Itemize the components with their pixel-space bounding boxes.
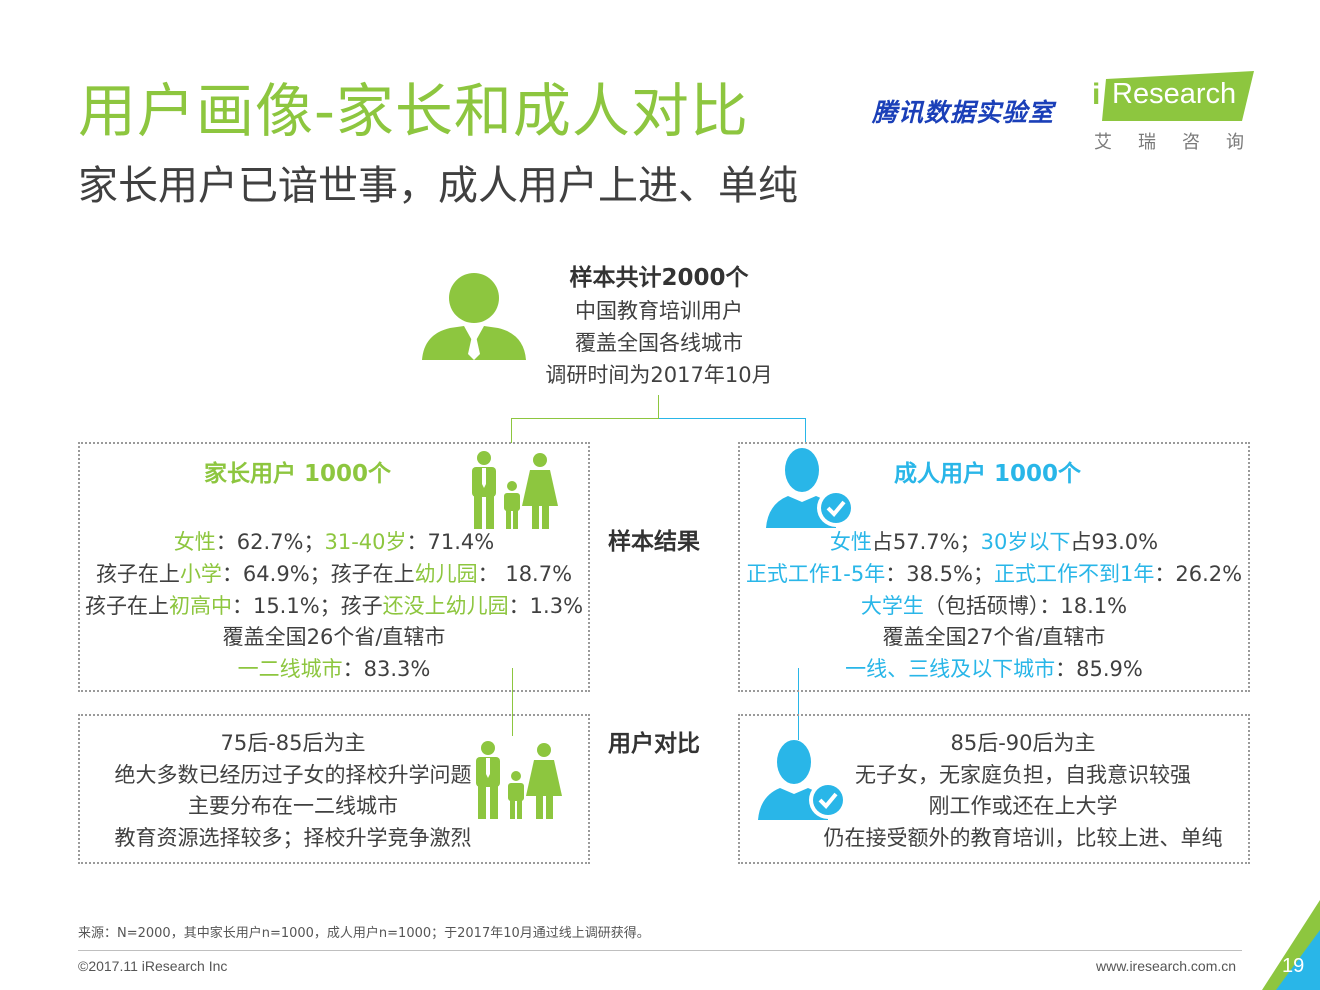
parent-stat-row: 女性：62.7%；31-40岁：71.4% [80, 527, 588, 557]
footer-divider [78, 950, 1242, 951]
iresearch-logo-cn: 艾瑞咨询 [1094, 132, 1270, 153]
corner-decoration [1262, 900, 1320, 990]
parent-sample-box [78, 442, 590, 692]
sample-line: 中国教育培训用户 [575, 299, 743, 323]
connector-left [511, 418, 659, 419]
label-user-compare: 用户对比 [608, 731, 700, 757]
stat-text: 占57.7%； [871, 530, 981, 554]
source-note: 来源：N=2000，其中家长用户n=1000，成人用户n=1000；于2017年… [78, 926, 650, 941]
adult-compare-box [738, 714, 1250, 864]
adult-stat-row: 一线、三线及以下城市：85.9% [740, 654, 1248, 684]
website-link[interactable]: www.iresearch.com.cn [1096, 958, 1237, 974]
iresearch-logo-i: i [1092, 78, 1101, 111]
adult-stat-row: 正式工作1-5年：38.5%；正式工作不到1年：26.2% [740, 559, 1248, 589]
family-icon [476, 741, 562, 819]
adult-sample-box [738, 442, 1250, 692]
highlight-term: 30岁以下 [980, 530, 1071, 554]
family-icon [472, 451, 558, 529]
parent-box-title: 家长用户 1000个 [204, 461, 392, 487]
highlight-term: 31-40岁 [324, 530, 407, 554]
connector-parent-link [512, 668, 513, 736]
adult-compare-line: 刚工作或还在上大学 [928, 794, 1118, 818]
parent-stat-row: 一二线城市：83.3% [80, 654, 588, 684]
highlight-term: 女性 [829, 530, 872, 554]
sample-line: 覆盖全国各线城市 [575, 331, 743, 355]
stat-text: ：38.5%； [885, 562, 994, 586]
stat-text: 孩子在上 [84, 594, 169, 618]
highlight-term: 女性 [173, 530, 216, 554]
parent-stat-row: 孩子在上初高中：15.1%；孩子还没上幼儿园：1.3% [78, 591, 590, 621]
adult-stat-row: 女性占57.7%；30岁以下占93.0% [740, 527, 1248, 557]
stat-text: ：71.4% [406, 530, 495, 554]
adult-box-title: 成人用户 1000个 [894, 461, 1082, 487]
stat-text: ：1.3% [508, 594, 584, 618]
iresearch-logo-text: Research [1112, 78, 1237, 110]
parent-compare-box [78, 714, 590, 864]
parent-compare-line: 绝大多数已经历过子女的择校升学问题 [114, 763, 472, 787]
adult-stat-row: 大学生（包括硕博）：18.1% [740, 591, 1248, 621]
label-sample-result: 样本结果 [608, 529, 700, 555]
tencent-logo: 腾讯数据实验室 [872, 98, 1055, 127]
page-number: 19 [1282, 955, 1305, 977]
stat-text: ：64.9%；孩子在上 [221, 562, 415, 586]
iresearch-logo-shape [1102, 71, 1254, 121]
highlight-term: 一线、三线及以下城市 [845, 657, 1056, 681]
stat-text: ：62.7%； [215, 530, 325, 554]
user-check-icon [766, 448, 855, 528]
stat-text: 孩子在上 [95, 562, 180, 586]
adult-compare-line: 无子女，无家庭负担，自我意识较强 [855, 763, 1191, 787]
page-subtitle: 家长用户已谙世事，成人用户上进、单纯 [78, 163, 798, 209]
highlight-term: 正式工作不到1年 [993, 562, 1155, 586]
page-title: 用户画像-家长和成人对比 [78, 77, 749, 145]
adult-stat-row: 覆盖全国27个省/直辖市 [740, 622, 1248, 652]
stat-text: ： 18.7% [477, 562, 573, 586]
adult-compare-line: 85后-90后为主 [950, 731, 1096, 755]
stat-text: ：83.3% [342, 657, 431, 681]
connector-adult-link [798, 668, 799, 740]
stat-text: （包括硕博）：18.1% [923, 594, 1128, 618]
connector-left-drop [511, 418, 512, 443]
user-check-icon [758, 740, 847, 820]
sample-total: 样本共计2000个 [569, 265, 749, 291]
stat-text: ：15.1%；孩子 [231, 594, 383, 618]
highlight-term: 大学生 [860, 594, 924, 618]
highlight-term: 小学 [179, 562, 222, 586]
adult-compare-line: 仍在接受额外的教育培训，比较上进、单纯 [823, 826, 1223, 850]
stat-text: 覆盖全国27个省/直辖市 [882, 625, 1106, 649]
highlight-term: 一二线城市 [237, 657, 343, 681]
stat-text: ：85.9% [1055, 657, 1143, 681]
copyright: ©2017.11 iResearch Inc [78, 958, 228, 974]
parent-stat-row: 孩子在上小学：64.9%；孩子在上幼儿园： 18.7% [80, 559, 588, 589]
highlight-term: 正式工作1-5年 [745, 562, 886, 586]
stat-text: 占93.0% [1070, 530, 1159, 554]
connector-right [659, 418, 806, 419]
connector-right-drop [805, 418, 806, 443]
highlight-term: 还没上幼儿园 [382, 594, 509, 618]
businessman-icon [422, 273, 526, 360]
stat-text: ：26.2% [1154, 562, 1243, 586]
stat-text: 覆盖全国26个省/直辖市 [222, 625, 446, 649]
highlight-term: 幼儿园 [414, 562, 478, 586]
highlight-term: 初高中 [168, 594, 232, 618]
parent-compare-line: 教育资源选择较多；择校升学竞争激烈 [114, 826, 472, 850]
parent-compare-line: 75后-85后为主 [220, 731, 366, 755]
sample-line: 调研时间为2017年10月 [545, 363, 773, 387]
connector-stem [658, 395, 659, 419]
parent-stat-row: 覆盖全国26个省/直辖市 [80, 622, 588, 652]
parent-compare-line: 主要分布在一二线城市 [188, 794, 398, 818]
